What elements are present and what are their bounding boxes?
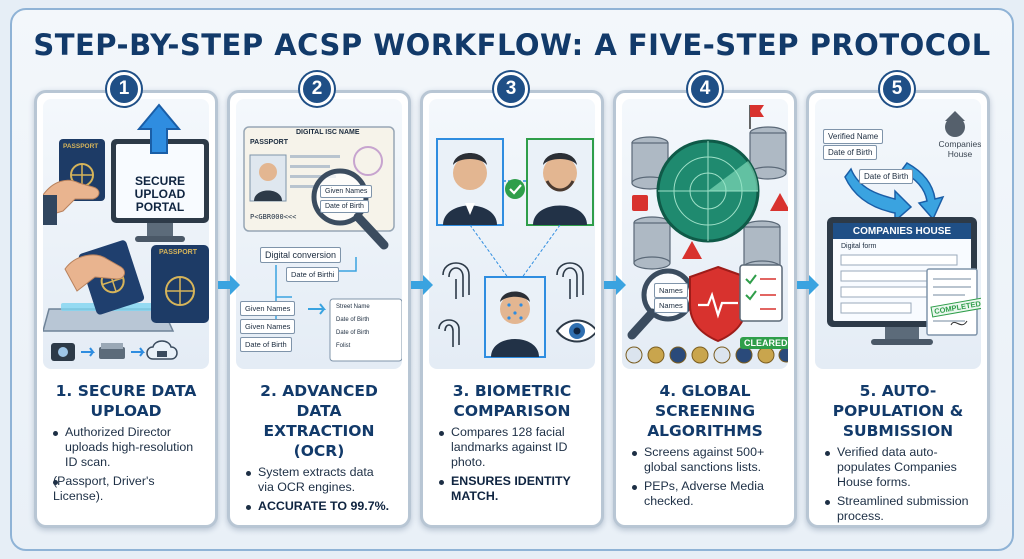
mag-field-names-1: Names [654, 283, 688, 298]
step-3-heading: 3. BIOMETRIC COMPARISON [452, 382, 572, 420]
flow-arrow-4 [797, 275, 819, 295]
step-4-heading: 4. GLOBAL SCREENING ALGORITHMS [647, 382, 763, 440]
step-2-heading: 2. ADVANCED DATA EXTRACTION (OCR) [260, 382, 378, 460]
form-field-given-names-1: Given Names [240, 301, 296, 316]
step-2-bullet-strong: ACCURATE TO 99.7%. [246, 499, 392, 514]
flow-arrow-1 [218, 275, 240, 295]
right-field-4: Folist [336, 343, 351, 349]
step-2-badge: 2 [300, 72, 334, 106]
step-3-bullet-1: Compares 128 facial landmarks against ID… [439, 425, 585, 470]
step-5-badge: 5 [880, 72, 914, 106]
page-title: STEP-BY-STEP ACSP WORKFLOW: A FIVE-STEP … [33, 28, 991, 62]
passport-label-right: PASSPORT [159, 249, 197, 256]
step-4-text: 4. GLOBAL SCREENING ALGORITHMS Screens a… [622, 375, 788, 519]
step-5-bullets: Verified data auto-populates Companies H… [825, 445, 971, 524]
step-4-bullet-1: Screens against 500+ global sanctions li… [632, 445, 778, 475]
digital-conversion-label: Digital conversion [260, 247, 342, 263]
companies-house-logo-label: Companies House [938, 139, 982, 159]
step-2-card: DIGITAL ISC NAME PASSPORT P<GBR000<<< Gi… [227, 90, 411, 528]
step-4-illustration: Names Names CLEARED [622, 99, 788, 369]
step-1-card: SECURE UPLOAD PORTAL PASSPORT PASSPORT 1… [34, 90, 218, 528]
verified-field-dob-2: Date of Birth [859, 169, 914, 184]
step-2-text: 2. ADVANCED DATA EXTRACTION (OCR) System… [236, 375, 402, 519]
screen-header: COMPANIES HOUSE [852, 226, 952, 237]
doc-title: DIGITAL ISC NAME [296, 129, 360, 136]
doc-mrz: P<GBR000<<< [250, 213, 297, 221]
step-1-bullet-2: (Passport, Driver's License). [53, 474, 199, 504]
step-4-card: Names Names CLEARED 4. GLOBAL SCREENING … [613, 90, 797, 528]
mag-field-given-names: Given Names [320, 185, 373, 198]
step-3-bullets: Compares 128 facial landmarks against ID… [439, 425, 585, 504]
flow-arrow-2 [411, 275, 433, 295]
form-field-date-of-birth: Date of Birth [240, 337, 292, 352]
step-3-badge: 3 [494, 72, 528, 106]
step-5-illustration: Verified Name Date of Birth Date of Birt… [815, 99, 981, 369]
date-of-birth-chip: Date of Birthi [286, 267, 340, 282]
biometric-scene [436, 138, 595, 358]
step-5-card: Verified Name Date of Birth Date of Birt… [806, 90, 990, 528]
step-1-bullets: Authorized Director uploads high-resolut… [53, 425, 199, 504]
right-field-2: Date of Birth [336, 317, 370, 323]
step-4-bullets: Screens against 500+ global sanctions li… [632, 445, 778, 509]
step-1-illustration: SECURE UPLOAD PORTAL PASSPORT PASSPORT [43, 99, 209, 369]
mag-field-date-of-birth: Date of Birth [320, 200, 369, 213]
upload-scene [43, 103, 209, 361]
step-4-bullet-2: PEPs, Adverse Media checked. [632, 479, 778, 509]
step-4-badge: 4 [688, 72, 722, 106]
step-5-text: 5. AUTO-POPULATION & SUBMISSION Verified… [815, 375, 981, 523]
step-3-bullet-strong: ENSURES IDENTITY MATCH. [439, 474, 585, 504]
verified-field-name: Verified Name [823, 129, 884, 144]
cleared-badge: CLEARED [740, 337, 788, 349]
step-3-illustration [429, 99, 595, 369]
step-2-bullet-1: System extracts data via OCR engines. [246, 465, 392, 495]
form-field-given-names-2: Given Names [240, 319, 296, 334]
step-3-card: 3. BIOMETRIC COMPARISON Compares 128 fac… [420, 90, 604, 528]
upload-portal-label: SECURE UPLOAD PORTAL [134, 174, 186, 214]
verified-field-dob-1: Date of Birth [823, 145, 878, 160]
step-5-bullet-1: Verified data auto-populates Companies H… [825, 445, 971, 490]
right-field-1: Street Name [336, 304, 370, 310]
step-2-illustration: DIGITAL ISC NAME PASSPORT P<GBR000<<< Gi… [236, 99, 402, 369]
right-field-3: Date of Birth [336, 330, 370, 336]
step-1-bullet-1: Authorized Director uploads high-resolut… [53, 425, 199, 470]
step-1-text: 1. SECURE DATA UPLOAD Authorized Directo… [43, 375, 209, 519]
step-5-heading: 5. AUTO-POPULATION & SUBMISSION [832, 382, 964, 440]
step-3-text: 3. BIOMETRIC COMPARISON Compares 128 fac… [429, 375, 595, 519]
step-1-badge: 1 [107, 72, 141, 106]
passport-label: PASSPORT [63, 143, 99, 150]
doc-passport-label: PASSPORT [250, 139, 288, 146]
step-2-bullets: System extracts data via OCR engines. AC… [246, 465, 392, 514]
autopopulate-scene [827, 111, 978, 345]
step-5-bullet-2: Streamlined submission process. [825, 494, 971, 524]
mag-field-names-2: Names [654, 298, 688, 313]
screening-scene [625, 105, 788, 364]
digital-form-label: Digital form [841, 243, 877, 250]
flow-arrow-3 [604, 275, 626, 295]
step-1-heading: 1. SECURE DATA UPLOAD [55, 382, 197, 420]
